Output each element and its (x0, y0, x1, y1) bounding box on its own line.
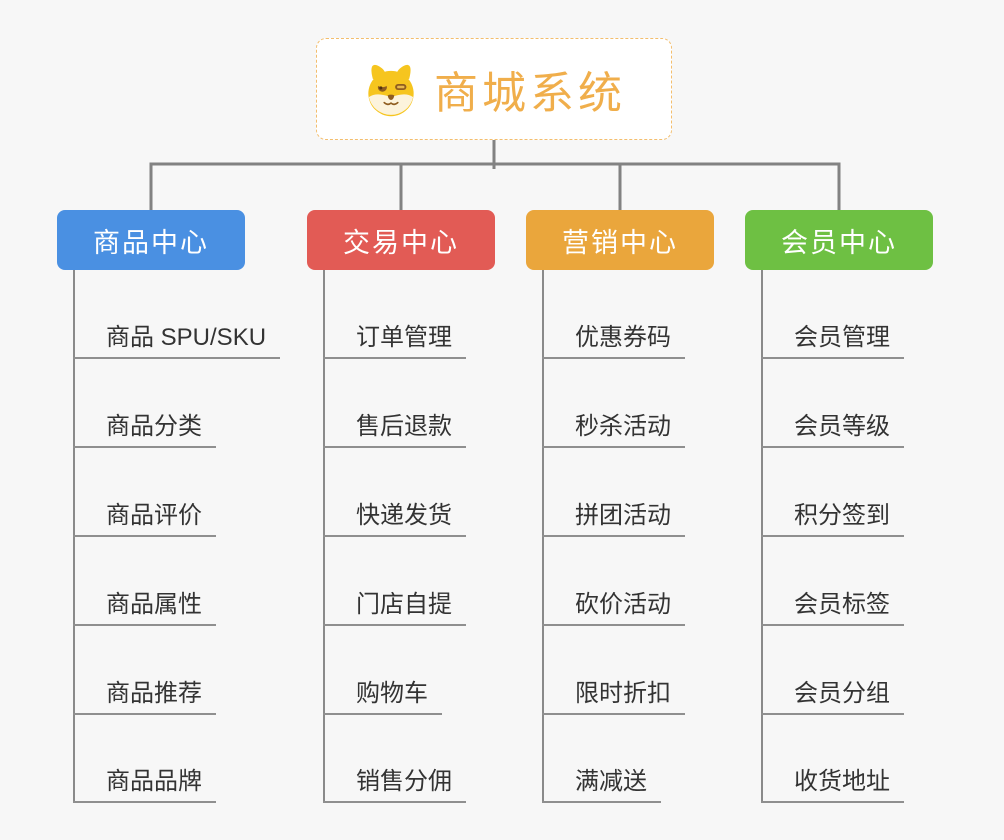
leaf-node[interactable]: 秒杀活动 (542, 404, 685, 448)
leaf-node[interactable]: 售后退款 (323, 404, 466, 448)
leaf-node[interactable]: 购物车 (323, 671, 442, 715)
leaf-label: 满减送 (575, 768, 647, 796)
leaf-node[interactable]: 会员标签 (761, 582, 904, 626)
leaf-label: 销售分佣 (356, 768, 452, 796)
leaf-label: 商品分类 (106, 413, 202, 441)
leaf-node[interactable]: 商品品牌 (73, 759, 216, 803)
leaf-node[interactable]: 商品分类 (73, 404, 216, 448)
leaf-label: 优惠券码 (575, 324, 671, 352)
branch-node-marketing-center[interactable]: 营销中心 (526, 210, 714, 270)
leaf-label: 砍价活动 (575, 591, 671, 619)
branch-node-trade-center[interactable]: 交易中心 (307, 210, 495, 270)
leaf-node[interactable]: 快递发货 (323, 493, 466, 537)
leaf-label: 商品评价 (106, 502, 202, 530)
leaf-label: 订单管理 (356, 324, 452, 352)
leaf-node[interactable]: 商品属性 (73, 582, 216, 626)
leaf-node[interactable]: 商品 SPU/SKU (73, 315, 281, 359)
leaf-node[interactable]: 会员分组 (761, 671, 904, 715)
leaf-label: 商品品牌 (106, 768, 202, 796)
leaf-label: 拼团活动 (575, 502, 671, 530)
leaf-label: 会员管理 (794, 324, 890, 352)
leaf-label: 会员标签 (794, 591, 890, 619)
leaf-label: 购物车 (356, 680, 428, 708)
leaf-node[interactable]: 砍价活动 (542, 582, 685, 626)
leaf-node[interactable]: 限时折扣 (542, 671, 685, 715)
leaf-node[interactable]: 订单管理 (323, 315, 466, 359)
branch-label: 交易中心 (343, 227, 459, 258)
branch-label: 商品中心 (93, 227, 209, 258)
leaf-node[interactable]: 销售分佣 (323, 759, 466, 803)
leaf-label: 秒杀活动 (575, 413, 671, 441)
branch-label: 会员中心 (781, 227, 897, 258)
doge-face-icon (362, 60, 420, 118)
leaf-label: 收货地址 (794, 768, 890, 796)
leaf-label: 商品推荐 (106, 680, 202, 708)
leaf-label: 积分签到 (794, 502, 890, 530)
branch-node-member-center[interactable]: 会员中心 (745, 210, 933, 270)
leaf-label: 商品 SPU/SKU (106, 324, 267, 352)
leaf-node[interactable]: 优惠券码 (542, 315, 685, 359)
leaf-label: 快递发货 (356, 502, 452, 530)
leaf-node[interactable]: 积分签到 (761, 493, 904, 537)
leaf-label: 售后退款 (356, 413, 452, 441)
leaf-label: 门店自提 (356, 591, 452, 619)
branch-label: 营销中心 (562, 227, 678, 258)
branch-node-goods-center[interactable]: 商品中心 (57, 210, 245, 270)
leaf-node[interactable]: 会员管理 (761, 315, 904, 359)
root-title: 商城系统 (434, 69, 626, 118)
root-node[interactable]: 商城系统 (316, 38, 672, 140)
leaf-node[interactable]: 满减送 (542, 759, 661, 803)
leaf-node[interactable]: 拼团活动 (542, 493, 685, 537)
leaf-label: 限时折扣 (575, 680, 671, 708)
leaf-node[interactable]: 收货地址 (761, 759, 904, 803)
leaf-label: 会员等级 (794, 413, 890, 441)
leaf-node[interactable]: 商品推荐 (73, 671, 216, 715)
leaf-node[interactable]: 门店自提 (323, 582, 466, 626)
leaf-label: 会员分组 (794, 680, 890, 708)
leaf-node[interactable]: 会员等级 (761, 404, 904, 448)
leaf-node[interactable]: 商品评价 (73, 493, 216, 537)
leaf-label: 商品属性 (106, 591, 202, 619)
